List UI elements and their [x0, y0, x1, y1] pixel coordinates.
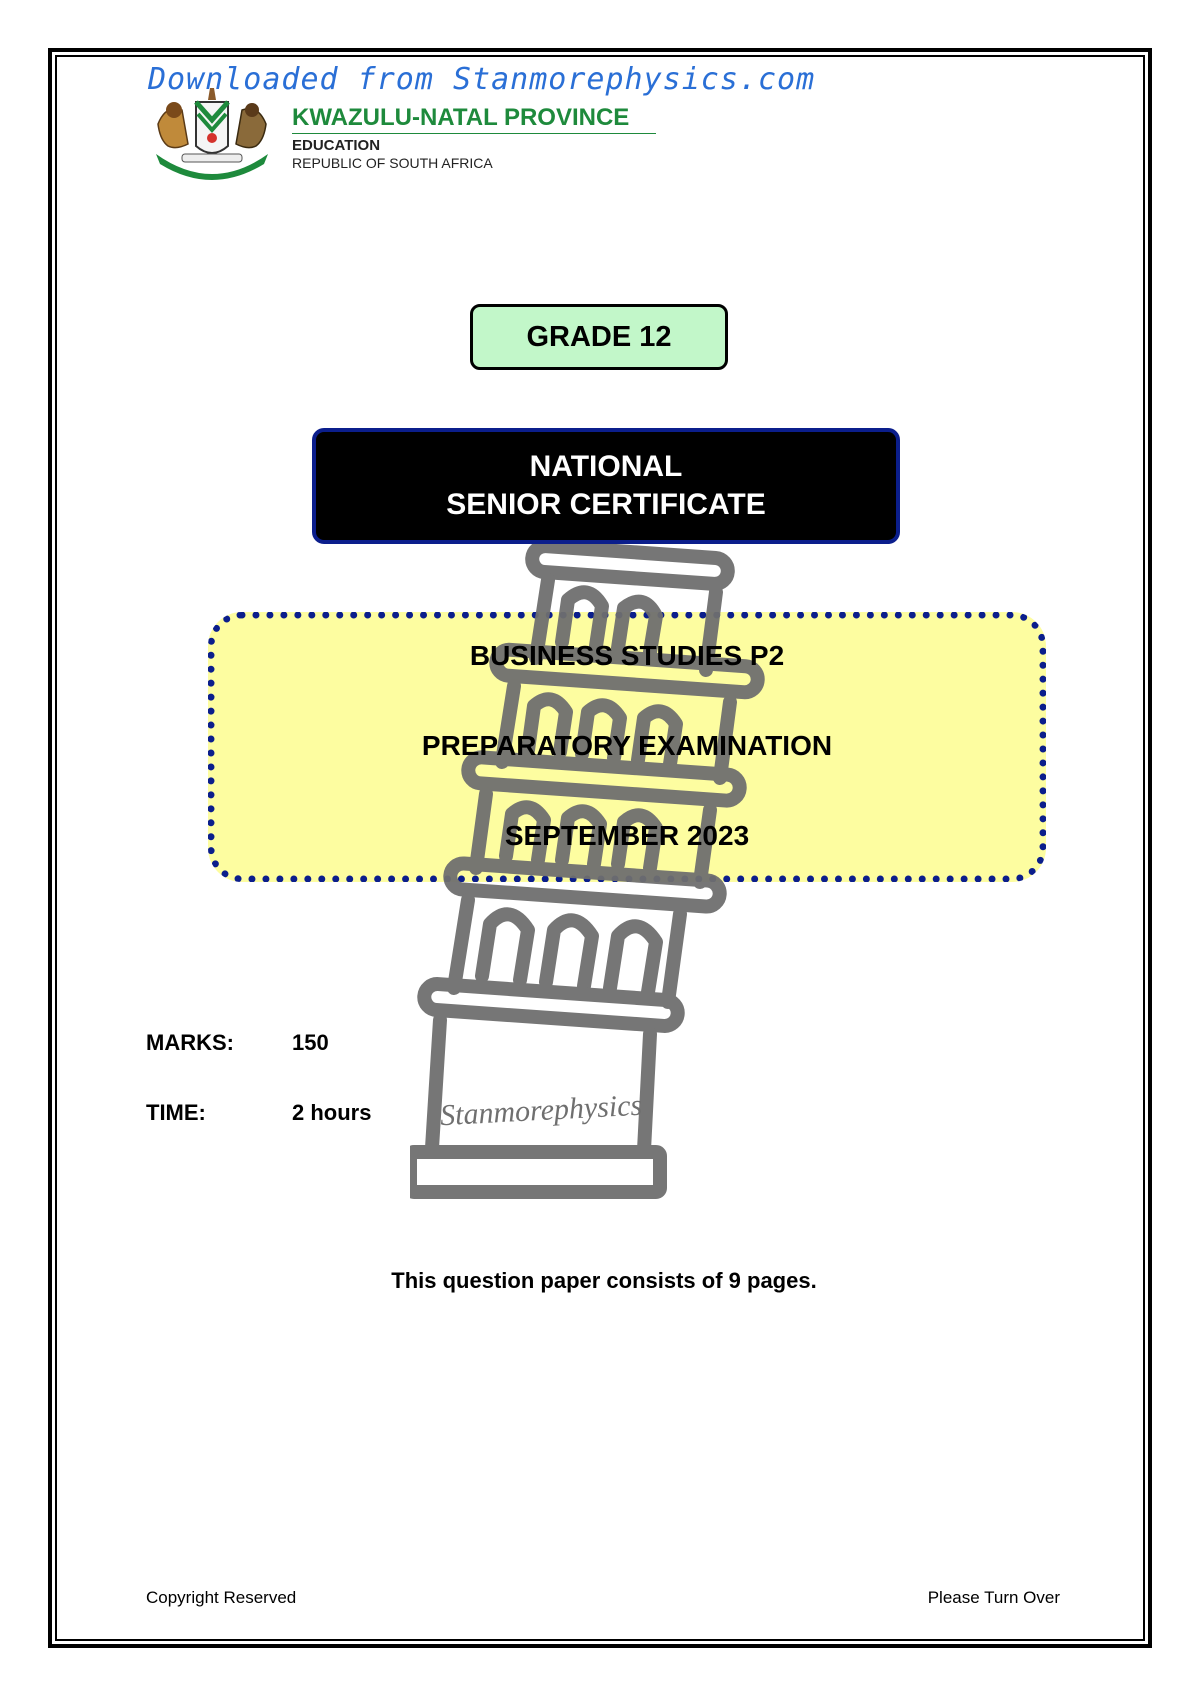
footer-turn-over: Please Turn Over: [927, 1588, 1060, 1607]
time-value: 2 hours: [292, 1100, 372, 1125]
certificate-line-2: SENIOR CERTIFICATE: [446, 488, 766, 521]
marks-label: MARKS:: [146, 1030, 234, 1055]
exam-date: SEPTEMBER 2023: [504, 820, 750, 851]
page-border-outer: [48, 48, 1152, 1648]
leaning-tower-icon: Stanmorephysics: [410, 540, 765, 1199]
footer-copyright: Copyright Reserved: [146, 1588, 297, 1607]
download-watermark[interactable]: Downloaded from Stanmorephysics.com: [148, 62, 816, 97]
certificate-line-1: NATIONAL: [529, 450, 683, 483]
marks-value: 150: [292, 1030, 329, 1055]
grade-badge: GRADE 12: [470, 304, 728, 370]
coat-of-arms-icon: [156, 88, 268, 180]
tower-watermark-text: Stanmorephysics: [439, 1089, 643, 1133]
certificate-banner: NATIONAL SENIOR CERTIFICATE: [312, 428, 900, 544]
header-divider: [292, 133, 656, 134]
province-name: KWAZULU-NATAL PROVINCE: [292, 104, 630, 131]
department-name: EDUCATION: [292, 137, 381, 154]
page-border-inner: [55, 55, 1145, 1641]
exam-type: PREPARATORY EXAMINATION: [421, 730, 833, 761]
page-count-note: This question paper consists of 9 pages.: [391, 1268, 817, 1293]
subject-title: BUSINESS STUDIES P2: [469, 640, 785, 671]
country-name: REPUBLIC OF SOUTH AFRICA: [292, 155, 493, 171]
time-label: TIME:: [146, 1100, 206, 1125]
